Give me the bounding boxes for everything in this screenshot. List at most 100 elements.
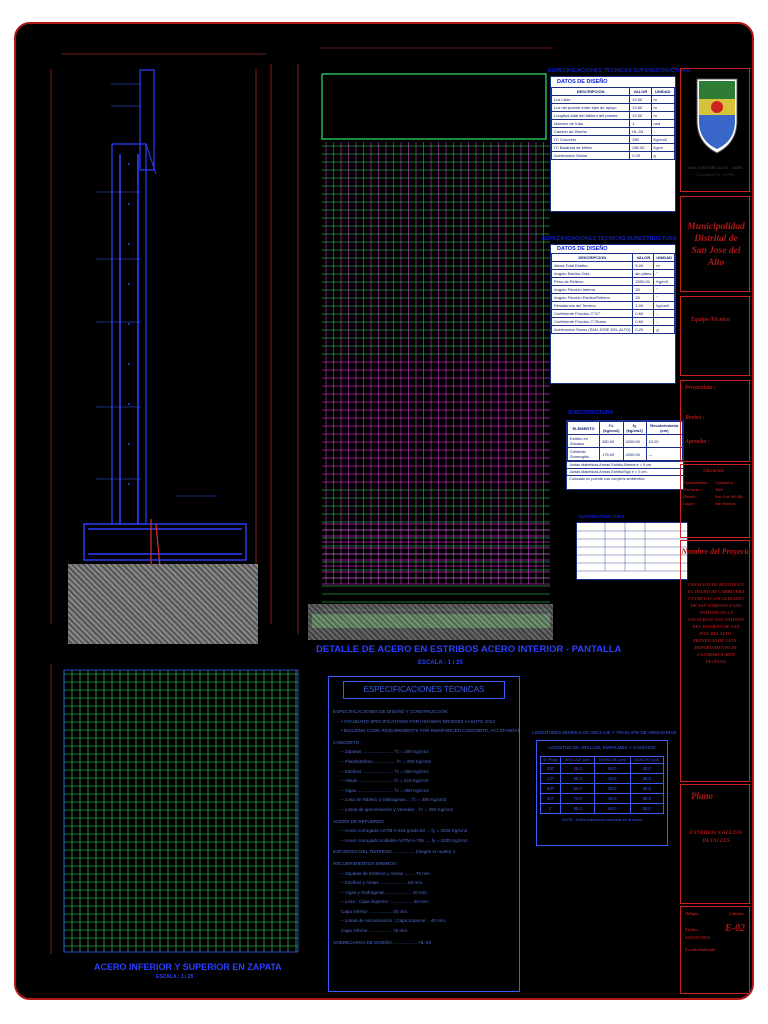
table-cell: 45.0 — [560, 763, 596, 774]
table-cell: Angulo Estribo-Vías — [550, 269, 634, 278]
table-cell: 0.25 — [629, 151, 652, 160]
table-cell: 1.00 — [632, 301, 655, 310]
proyectista-label: Proyectista : — [685, 385, 716, 391]
table-cell: 1 — [629, 119, 652, 128]
seal-caption-2: CAJAMARCA - PERU — [695, 172, 735, 177]
seal-caption: SAN JOSE DEL ALTO - JAEN — [687, 165, 743, 170]
table-cell: Camión de Diseño — [550, 127, 631, 136]
table-cell: 5.00 — [632, 261, 655, 270]
ubicacion-row: Lugar : San Antonio — [683, 500, 749, 507]
table-cell: 45.0 — [629, 773, 665, 784]
plano-box: Plano ESTRIBOS Y ALETAS DETALLES — [680, 784, 750, 904]
project-name: CREACION DE PUENTE EN EL TRAMO DE CARRET… — [687, 582, 745, 664]
ubicacion-key: Lugar : — [683, 501, 696, 506]
table-cell: 0.25 — [632, 325, 655, 334]
table-cell: 10.00 — [645, 434, 684, 448]
fecha-value: AGOSTO/2023 — [685, 935, 711, 940]
datos-diseno-1: DATOS DE DISEÑO — [557, 79, 608, 85]
table-cell: 60.0 — [594, 773, 631, 784]
table-cell: g — [653, 325, 675, 334]
table-cell: 55.0 — [560, 773, 596, 784]
spec-line: – Losa de Tablero y Diafragmas ... f'c =… — [341, 797, 447, 803]
superestructura-label: SUPERESTRUCTURA — [578, 514, 625, 519]
table-cell: --- — [645, 447, 684, 461]
table-cell: 280.00 — [599, 434, 624, 448]
table-cell: 60.0 — [629, 803, 665, 814]
table-cell: Coeficiente Fricción C°/Suelo — [550, 317, 634, 326]
table-cell: 10.60 — [629, 103, 652, 112]
super-small-panel — [576, 522, 688, 580]
table-cell: 12.00 — [629, 111, 652, 120]
table-cell: 90.0 — [560, 803, 596, 814]
table-header-cell: VALOR — [632, 253, 655, 262]
ubicacion-row: Distrito :San José del Alto — [683, 493, 749, 500]
general-spec-title: ESPECIFICACIONES TECNICAS — [343, 681, 505, 699]
table-header-cell: EMPALME (cm) — [594, 756, 631, 764]
seal-box: SAN JOSE DEL ALTO - JAEN CAJAMARCA - PER… — [680, 68, 750, 192]
anchorage-note: NOTA : Salvo indicación contraria en el … — [561, 817, 643, 822]
table-header-cell: DESCRIPCION — [550, 253, 634, 262]
table-cell: 0.60 — [632, 317, 655, 326]
ubicacion-label: Ubicación — [703, 469, 725, 474]
reviso-label: Revisó : — [685, 415, 705, 421]
anchorage-title: LONGITUDES MINIMAS DE ANCLAJE Y TRASLAPE… — [532, 730, 677, 735]
table-cell: m — [650, 95, 676, 104]
table-cell: Estribo en Zócalos — [566, 434, 601, 448]
zapata-title: ACERO INFERIOR Y SUPERIOR EN ZAPATA — [94, 962, 282, 972]
table-cell: 4200.00 — [622, 434, 647, 448]
spec-line: – Vigas y Diafragmas ...................… — [341, 889, 428, 895]
table-cell: 4200.00 — [622, 447, 647, 461]
ubicacion-row: Provincia :Jaén — [683, 486, 749, 493]
ubicacion-row: Departamento:Cajamarca — [683, 479, 749, 486]
spec-line: ACERO DE REFUERZO — [333, 818, 384, 824]
table-cell: Peso de Relleno — [550, 277, 634, 286]
municipality-line: Distrital de — [694, 234, 738, 244]
spec-sub-title: ESPECIFICACIONES TECNICAS SUBESTRUCTURA — [542, 236, 677, 242]
table-cell: Altura Total Estribo — [550, 261, 634, 270]
table-cell: 20 — [632, 293, 655, 302]
table-cell: Kg/cm2 — [650, 135, 676, 144]
table-header-cell: Ø (Pulg) — [539, 756, 562, 764]
ubicacion-value: San Antonio — [715, 501, 736, 506]
anchorage-table: Ø (Pulg)ANCLAJE (cm)EMPALME (cm)GANCHO (… — [539, 756, 665, 814]
table-cell: f'C Baranda de Metal — [550, 143, 631, 152]
table-cell: 50.0 — [629, 783, 665, 794]
spec-line: RECUBRIMIENTOS MINIMOS : — [333, 860, 399, 866]
spec-line: ESFUERZO DEL TERRENO ................. (… — [333, 849, 456, 855]
table-cell: 60.0 — [594, 763, 631, 774]
spec-line: • STANDARD SPECIFICATIONS FOR HIGHWAY BR… — [341, 718, 495, 724]
gravel-fill-left — [68, 564, 258, 644]
table-cell: 60.0 — [594, 783, 631, 794]
table-cell: 1" — [539, 803, 562, 814]
table-header-cell: GANCHO (cm) — [629, 756, 665, 764]
table-cell: Coeficiente Fricción C°/C° — [550, 309, 634, 318]
spec-line: Capa Inferior .................. 75 mm. — [341, 928, 409, 934]
table-cell: 280 — [629, 135, 652, 144]
table-cell: 3/8" — [539, 763, 562, 774]
table-row: Aceleración Sismo (SAN JOSE DEL ALTO)0.2… — [550, 325, 675, 334]
spec-line: • BUILDING CODE REQUIREMENTS FOR REINFOR… — [341, 728, 519, 734]
table-cell: Aceleración Sismo (SAN JOSE DEL ALTO) — [550, 325, 634, 334]
table-cell: Angulo Fricción Estribo/Relleno — [550, 293, 634, 302]
table-cell: 60.0 — [560, 783, 596, 794]
dibujo-label: Dibujo: — [685, 911, 700, 916]
anchorage-panel: LONGITUD DE ANCLAJE, EMPALMES Y GANCHOS … — [536, 740, 668, 846]
spec-line: CONCRETO : — [333, 739, 362, 745]
